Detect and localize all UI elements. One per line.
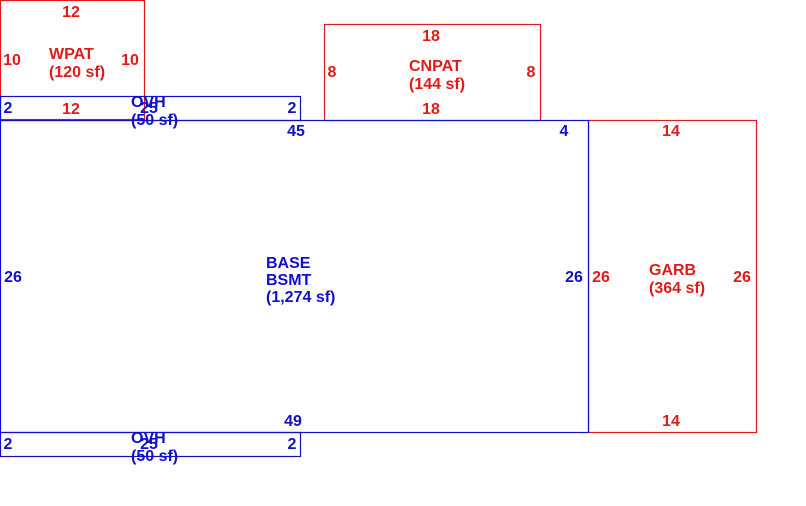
- garb-dim-left: 26: [592, 269, 610, 286]
- base-area: (1,274 sf): [266, 289, 335, 306]
- base-dim-bottom: 49: [284, 413, 302, 430]
- cnpat-dim-top: 18: [422, 28, 440, 45]
- base-code: BASE: [266, 255, 311, 272]
- ovh-bottom-outline: [0, 431, 302, 458]
- wpat-dim-bottom: 12: [62, 101, 80, 118]
- ovh-bottom-area: (50 sf): [131, 448, 178, 465]
- ovh-top-area: (50 sf): [131, 112, 178, 129]
- wpat-dim-top: 12: [62, 4, 80, 21]
- cnpat-dim-right: 8: [527, 64, 536, 81]
- garb-dim-bottom: 14: [662, 413, 680, 430]
- ovh-bottom-code: OVH: [131, 430, 166, 447]
- cnpat-code: CNPAT: [409, 58, 462, 75]
- base-dim-right: 26: [565, 269, 583, 286]
- wpat-area: (120 sf): [49, 64, 105, 81]
- wpat-dim-right: 10: [121, 52, 139, 69]
- ovh-bottom-dim-right: 2: [288, 436, 297, 453]
- cnpat-dim-bottom: 18: [422, 101, 440, 118]
- cnpat-area: (144 sf): [409, 76, 465, 93]
- garb-dim-right: 26: [733, 269, 751, 286]
- wpat-outline: [0, 0, 146, 121]
- cnpat-dim-left: 8: [328, 64, 337, 81]
- ovh-bottom-dim-left: 2: [4, 436, 13, 453]
- wpat-dim-left: 10: [3, 52, 21, 69]
- base-dim-top-right: 4: [560, 123, 569, 140]
- wpat-code: WPAT: [49, 46, 94, 63]
- ovh-top-dim-top: 25: [140, 100, 158, 117]
- ovh-top-dim-left: 2: [4, 100, 13, 117]
- ovh-bottom-dim-top: 25: [140, 436, 158, 453]
- garb-code: GARB: [649, 262, 696, 279]
- garb-area: (364 sf): [649, 280, 705, 297]
- ovh-top-dim-right: 2: [288, 100, 297, 117]
- ovh-top-code: OVH: [131, 94, 166, 111]
- garb-dim-top: 14: [662, 123, 680, 140]
- base-dim-left: 26: [4, 269, 22, 286]
- base-code2: BSMT: [266, 272, 312, 289]
- base-dim-top: 45: [287, 123, 305, 140]
